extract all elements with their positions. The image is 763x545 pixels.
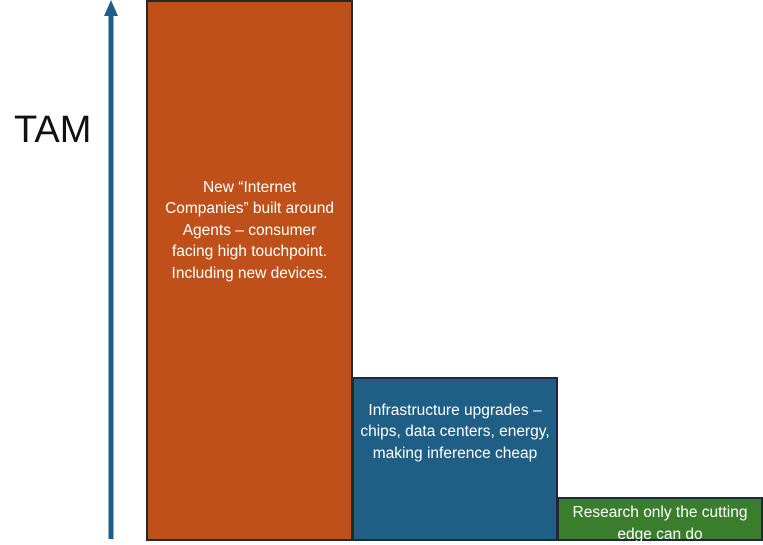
agents-bar-text: New “Internet Companies” built around Ag… — [165, 178, 334, 282]
tam-arrow-head — [104, 0, 118, 16]
infrastructure-bar: Infrastructure upgrades – chips, data ce… — [352, 377, 558, 541]
tam-arrow-icon — [104, 0, 118, 539]
research-bar-text: Research only the cutting edge can do — [572, 504, 748, 543]
research-bar: Research only the cutting edge can do — [557, 497, 763, 543]
agents-bar: New “Internet Companies” built around Ag… — [146, 0, 353, 541]
tam-axis-label: TAM — [14, 109, 92, 151]
infrastructure-bar-text: Infrastructure upgrades – chips, data ce… — [360, 401, 550, 462]
